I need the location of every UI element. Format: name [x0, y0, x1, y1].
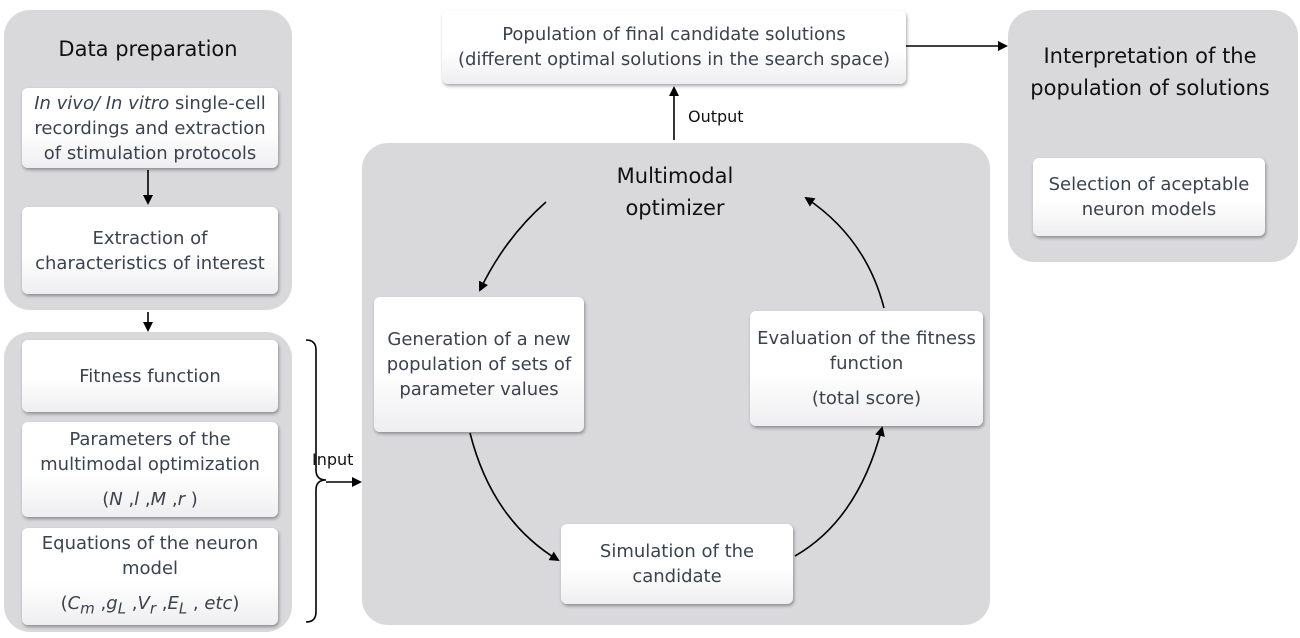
recordings-text: single-cell recordings and extraction of… — [34, 92, 266, 164]
input-label: Input — [312, 450, 354, 469]
equations-formula: (Cm ,gL ,Vr ,EL , etc) — [60, 593, 240, 618]
final-population-box: Population of final candidate solutions … — [442, 10, 906, 84]
generation-box: Generation of a new population of sets o… — [374, 297, 584, 432]
evaluation-box: Evaluation of the fitness function (tota… — [750, 311, 983, 426]
output-label: Output — [688, 107, 744, 126]
parameters-formula: (N ,l ,M ,r ) — [102, 489, 198, 510]
arrow-simulation-to-evaluation — [794, 426, 885, 557]
arrow-top-to-generation — [478, 201, 547, 292]
parameters-box: Parameters of the multimodal optimizatio… — [22, 422, 278, 517]
recordings-italic: In vivo/ In vitro — [34, 92, 170, 114]
evaluation-text: Evaluation of the fitness function — [757, 328, 976, 374]
fitness-function-box: Fitness function — [22, 340, 278, 412]
equations-box: Equations of the neuron model (Cm ,gL ,V… — [22, 528, 278, 625]
interpretation-title: Interpretation of the population of solu… — [1030, 44, 1270, 100]
equations-text: Equations of the neuron model — [41, 533, 259, 580]
arrow-evaluation-to-top — [804, 196, 885, 309]
simulation-box: Simulation of the candidate — [561, 524, 793, 604]
data-preparation-title: Data preparation — [58, 37, 238, 61]
selection-box: Selection of aceptable neuron models — [1033, 158, 1265, 236]
final-population-line2: (different optimal solutions in the sear… — [457, 49, 891, 70]
recordings-box: In vivo/ In vitro single-cell recordings… — [22, 88, 278, 168]
final-population-line1: Population of final candidate solutions — [502, 24, 846, 45]
input-bracket — [305, 339, 327, 623]
extraction-box: Extraction of characteristics of interes… — [22, 207, 278, 294]
optimizer-title: Multimodal optimizer — [616, 164, 734, 220]
evaluation-sub: (total score) — [811, 388, 922, 409]
parameters-text: Parameters of the multimodal optimizatio… — [40, 429, 260, 475]
arrow-generation-to-simulation — [469, 432, 560, 562]
